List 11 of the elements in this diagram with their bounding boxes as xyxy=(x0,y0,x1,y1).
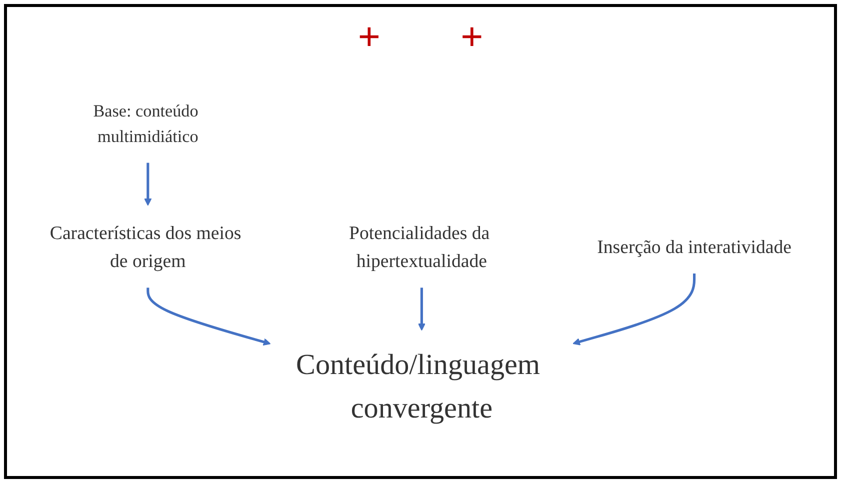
arrow xyxy=(146,288,271,346)
node-text: Potencialidades da hipertextualidade xyxy=(349,222,490,272)
node-text: Características dos meios de origem xyxy=(50,222,242,272)
node-text: Base: conteúdo multimidiático xyxy=(93,102,198,146)
plus-sign: + xyxy=(460,14,484,59)
arrow xyxy=(572,273,696,346)
arrow xyxy=(418,288,426,331)
plus-sign: + xyxy=(358,14,380,59)
arrow xyxy=(144,162,152,206)
node-text: Inserção da interatividade xyxy=(597,236,792,258)
node-text: Conteúdo/linguagem convergente xyxy=(296,349,540,424)
